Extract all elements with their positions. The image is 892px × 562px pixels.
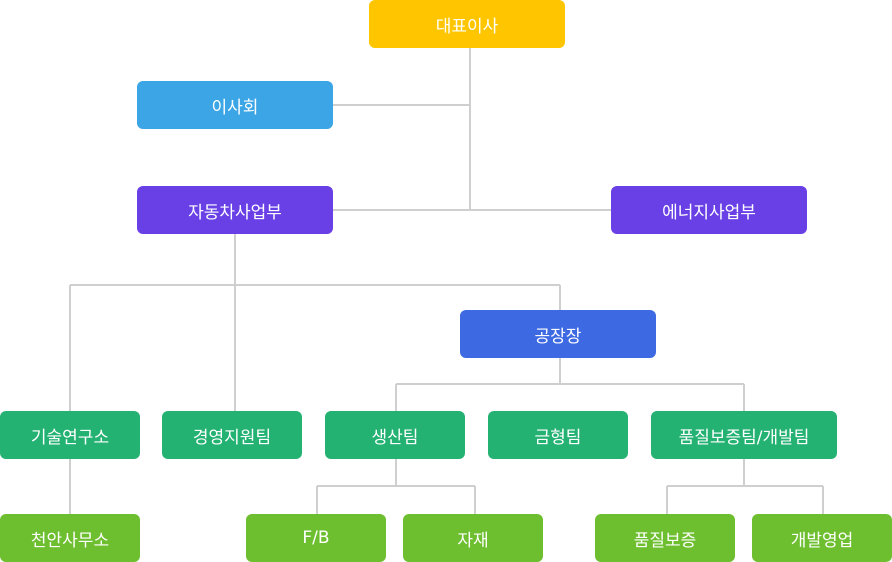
materials-label: 자재: [457, 530, 489, 551]
auto-division-label: 자동차사업부: [188, 202, 282, 223]
ceo-label: 대표이사: [435, 16, 499, 37]
mold-box: 금형팀: [488, 411, 628, 459]
cheonan-office-label: 천안사무소: [30, 530, 110, 551]
development-sales-box: 개발영업: [752, 514, 892, 562]
auto-division-box: 자동차사업부: [137, 186, 333, 234]
materials-box: 자재: [403, 514, 543, 562]
development-sales-label: 개발영업: [790, 530, 854, 551]
qa-development-box: 품질보증팀/개발팀: [651, 411, 837, 459]
mold-label: 금형팀: [534, 427, 582, 448]
plant-manager-label: 공장장: [534, 326, 582, 347]
quality-assurance-box: 품질보증: [595, 514, 735, 562]
qa-development-label: 품질보증팀/개발팀: [678, 427, 810, 448]
quality-assurance-label: 품질보증: [633, 530, 697, 551]
ceo-box: 대표이사: [369, 0, 565, 48]
board-label: 이사회: [211, 97, 259, 118]
management-support-label: 경영지원팀: [192, 427, 272, 448]
management-support-box: 경영지원팀: [162, 411, 302, 459]
production-label: 생산팀: [371, 427, 419, 448]
plant-manager-box: 공장장: [460, 310, 656, 358]
production-box: 생산팀: [325, 411, 465, 459]
cheonan-office-box: 천안사무소: [0, 514, 140, 562]
energy-division-label: 에너지사업부: [662, 202, 756, 223]
board-box: 이사회: [137, 81, 333, 129]
fb-label: F/B: [302, 528, 330, 548]
fb-box: F/B: [246, 514, 386, 562]
energy-division-box: 에너지사업부: [611, 186, 807, 234]
rnd-center-label: 기술연구소: [30, 427, 110, 448]
rnd-center-box: 기술연구소: [0, 411, 140, 459]
